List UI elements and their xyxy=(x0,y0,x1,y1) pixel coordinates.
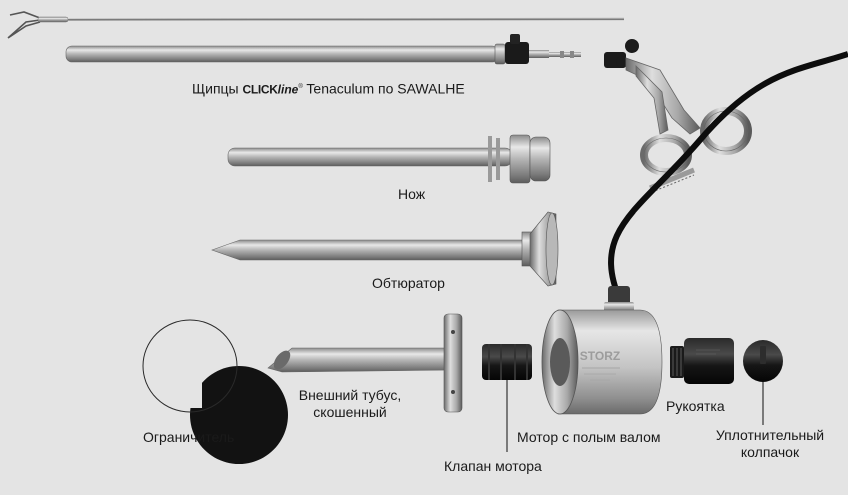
forceps-label-suffix: Tenaculum по SAWALHE xyxy=(302,80,465,97)
forceps-label-brand-click: CLICK xyxy=(242,82,278,97)
sealing-cap-label: Уплотнительный колпачок xyxy=(700,427,840,461)
sealing-cap-label-line1: Уплотнительный xyxy=(715,427,825,443)
hollow-shaft-motor-label: Мотор с полым валом xyxy=(517,429,661,445)
knife-instrument xyxy=(227,134,551,184)
sealing-cap-part xyxy=(743,340,783,425)
sealing-cap-label-line2: колпачок xyxy=(740,444,800,460)
forceps-label-brand-mark: ® xyxy=(298,84,303,90)
limiter-part xyxy=(142,319,288,465)
motor-valve-part xyxy=(482,344,532,452)
forceps-label-prefix: Щипцы xyxy=(192,80,243,97)
handle-label: Рукоятка xyxy=(666,398,725,414)
obturator-instrument xyxy=(211,211,559,287)
limiter-label: Ограничитель xyxy=(143,429,235,445)
forceps-label: Щипцы CLICKline® Tenaculum по SAWALHE xyxy=(192,79,465,99)
hollow-shaft-motor-part: STORZ xyxy=(541,51,848,415)
outer-sheath-label: Внешний тубус, скошенный xyxy=(290,387,410,421)
motor-logo-text: STORZ xyxy=(580,349,620,363)
outer-sheath-label-line1: Внешний тубус, xyxy=(298,387,402,403)
handle-part xyxy=(670,338,734,384)
obturator-label: Обтюратор xyxy=(372,275,445,291)
forceps-instrument xyxy=(7,11,625,39)
outer-sheath-part xyxy=(267,313,463,413)
forceps-label-brand-line: line xyxy=(277,82,299,97)
outer-sheath-label-line2: скошенный xyxy=(313,404,387,420)
motor-valve-label: Клапан мотора xyxy=(444,458,542,474)
forceps-sheath xyxy=(65,34,581,65)
knife-label: Нож xyxy=(398,186,426,202)
